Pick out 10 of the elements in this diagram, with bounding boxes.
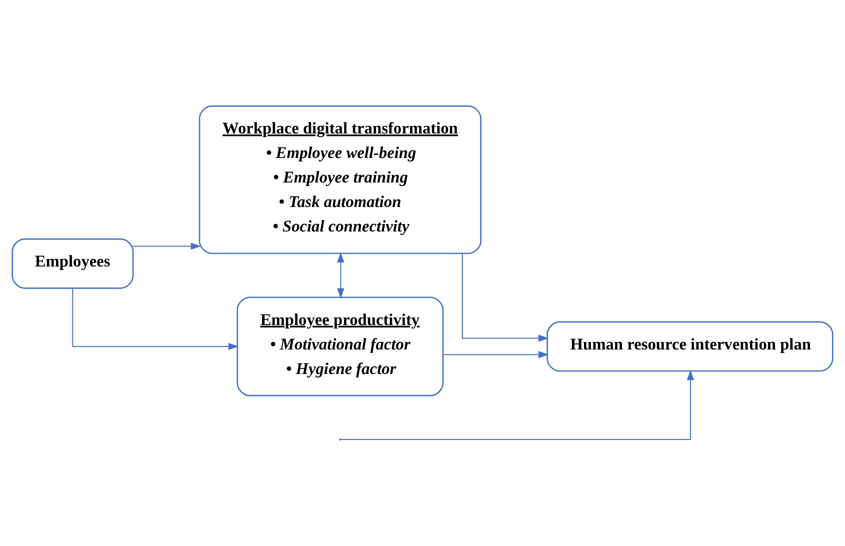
arrow [462, 253, 549, 342]
arrow [72, 288, 239, 350]
arrow [133, 242, 202, 250]
node-box: Human resource intervention plan [546, 321, 834, 372]
node-box: Employee productivity • Motivational factor • Hygiene factor [236, 296, 444, 396]
arrow [443, 351, 549, 358]
node-box: Workplace digital transformation • Employee well-being • Employee training • Task automation • Social connectivity [198, 105, 482, 254]
arrow [340, 370, 694, 440]
node-box: Employees [12, 238, 134, 289]
arrow [337, 252, 344, 299]
